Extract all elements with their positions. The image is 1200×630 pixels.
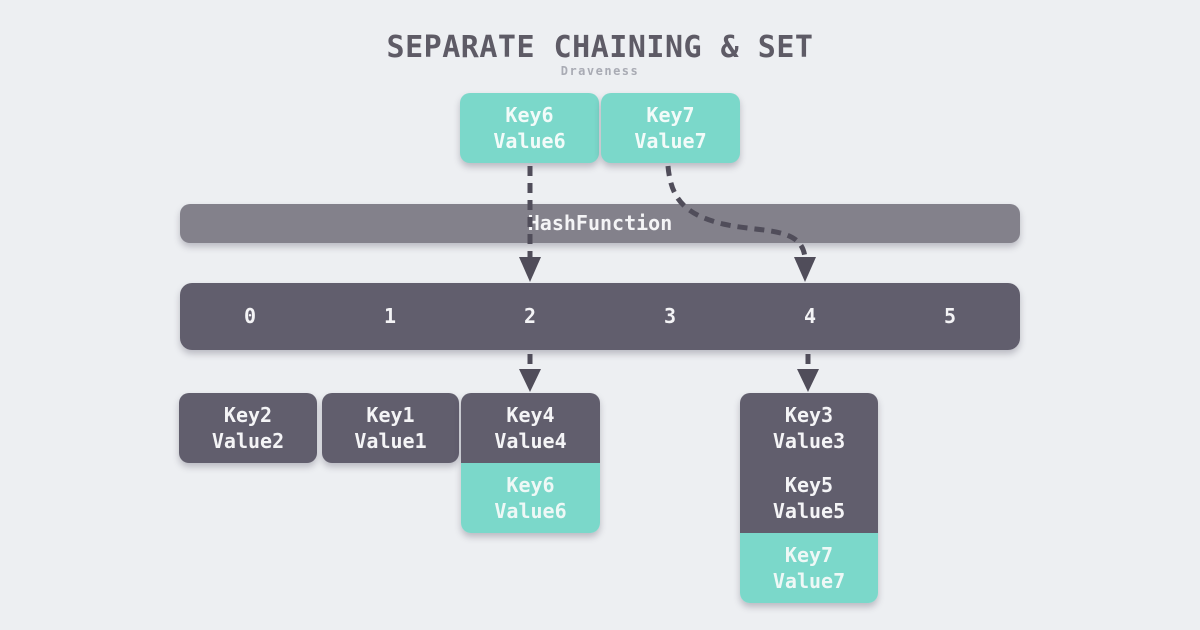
value-label: Value1 [354, 429, 427, 453]
chain-entry: Key1 Value1 [322, 393, 459, 463]
incoming-key-box-key7: Key7 Value7 [601, 93, 740, 163]
bucket-cell-4: 4 [803, 304, 817, 328]
value-label: Value5 [772, 499, 846, 523]
key-label: Key6 [505, 103, 554, 127]
value-label: Value3 [772, 429, 846, 453]
bucket-cell-2: 2 [523, 304, 537, 328]
chain-entry: Key2 Value2 [179, 393, 317, 463]
chain-entry: Key5 Value5 [740, 463, 878, 533]
arrow-key7-to-bucket4-head [794, 257, 816, 282]
value-label: Value7 [634, 129, 707, 153]
page-title: SEPARATE CHAINING & SET [386, 30, 814, 65]
arrow-bucket2-to-chain-head [519, 369, 541, 392]
arrow-bucket4-to-chain-head [797, 369, 819, 392]
key-label: Key1 [366, 403, 415, 427]
chain-box-bucket-1: Key1 Value1 [322, 393, 459, 463]
key-label: Key2 [223, 403, 273, 427]
incoming-key-box-key6: Key6 Value6 [460, 93, 599, 163]
key-label: Key7 [646, 103, 695, 127]
chain-box-bucket-0: Key2 Value2 [179, 393, 317, 463]
value-label: Value6 [494, 499, 567, 523]
chain-entry-new: Key7 Value7 [740, 533, 878, 603]
chain-entry: Key4 Value4 [461, 393, 600, 463]
value-label: Value6 [493, 129, 566, 153]
author-credit: Draveness [560, 64, 640, 78]
hash-function-bar: HashFunction [180, 204, 1020, 243]
chain-entry-new: Key6 Value6 [461, 463, 600, 533]
bucket-array-bar: 0 1 2 3 4 5 [180, 283, 1020, 350]
chain-box-bucket-2: Key4 Value4 Key6 Value6 [461, 393, 600, 533]
key-label: Key5 [784, 473, 834, 497]
key-label: Key3 [784, 403, 834, 427]
value-label: Value4 [494, 429, 567, 453]
value-label: Value7 [772, 569, 846, 593]
bucket-cell-3: 3 [663, 304, 677, 328]
value-label: Value2 [211, 429, 285, 453]
key-label: Key7 [784, 543, 834, 567]
chain-entry: Key3 Value3 [740, 393, 878, 463]
key-label: Key4 [506, 403, 555, 427]
key-label: Key6 [506, 473, 555, 497]
bucket-cell-0: 0 [243, 304, 257, 328]
arrow-key6-to-bucket2-head [519, 257, 541, 282]
chain-box-bucket-4: Key3 Value3 Key5 Value5 Key7 Value7 [740, 393, 878, 603]
bucket-cell-1: 1 [383, 304, 397, 328]
bucket-cell-5: 5 [943, 304, 957, 328]
